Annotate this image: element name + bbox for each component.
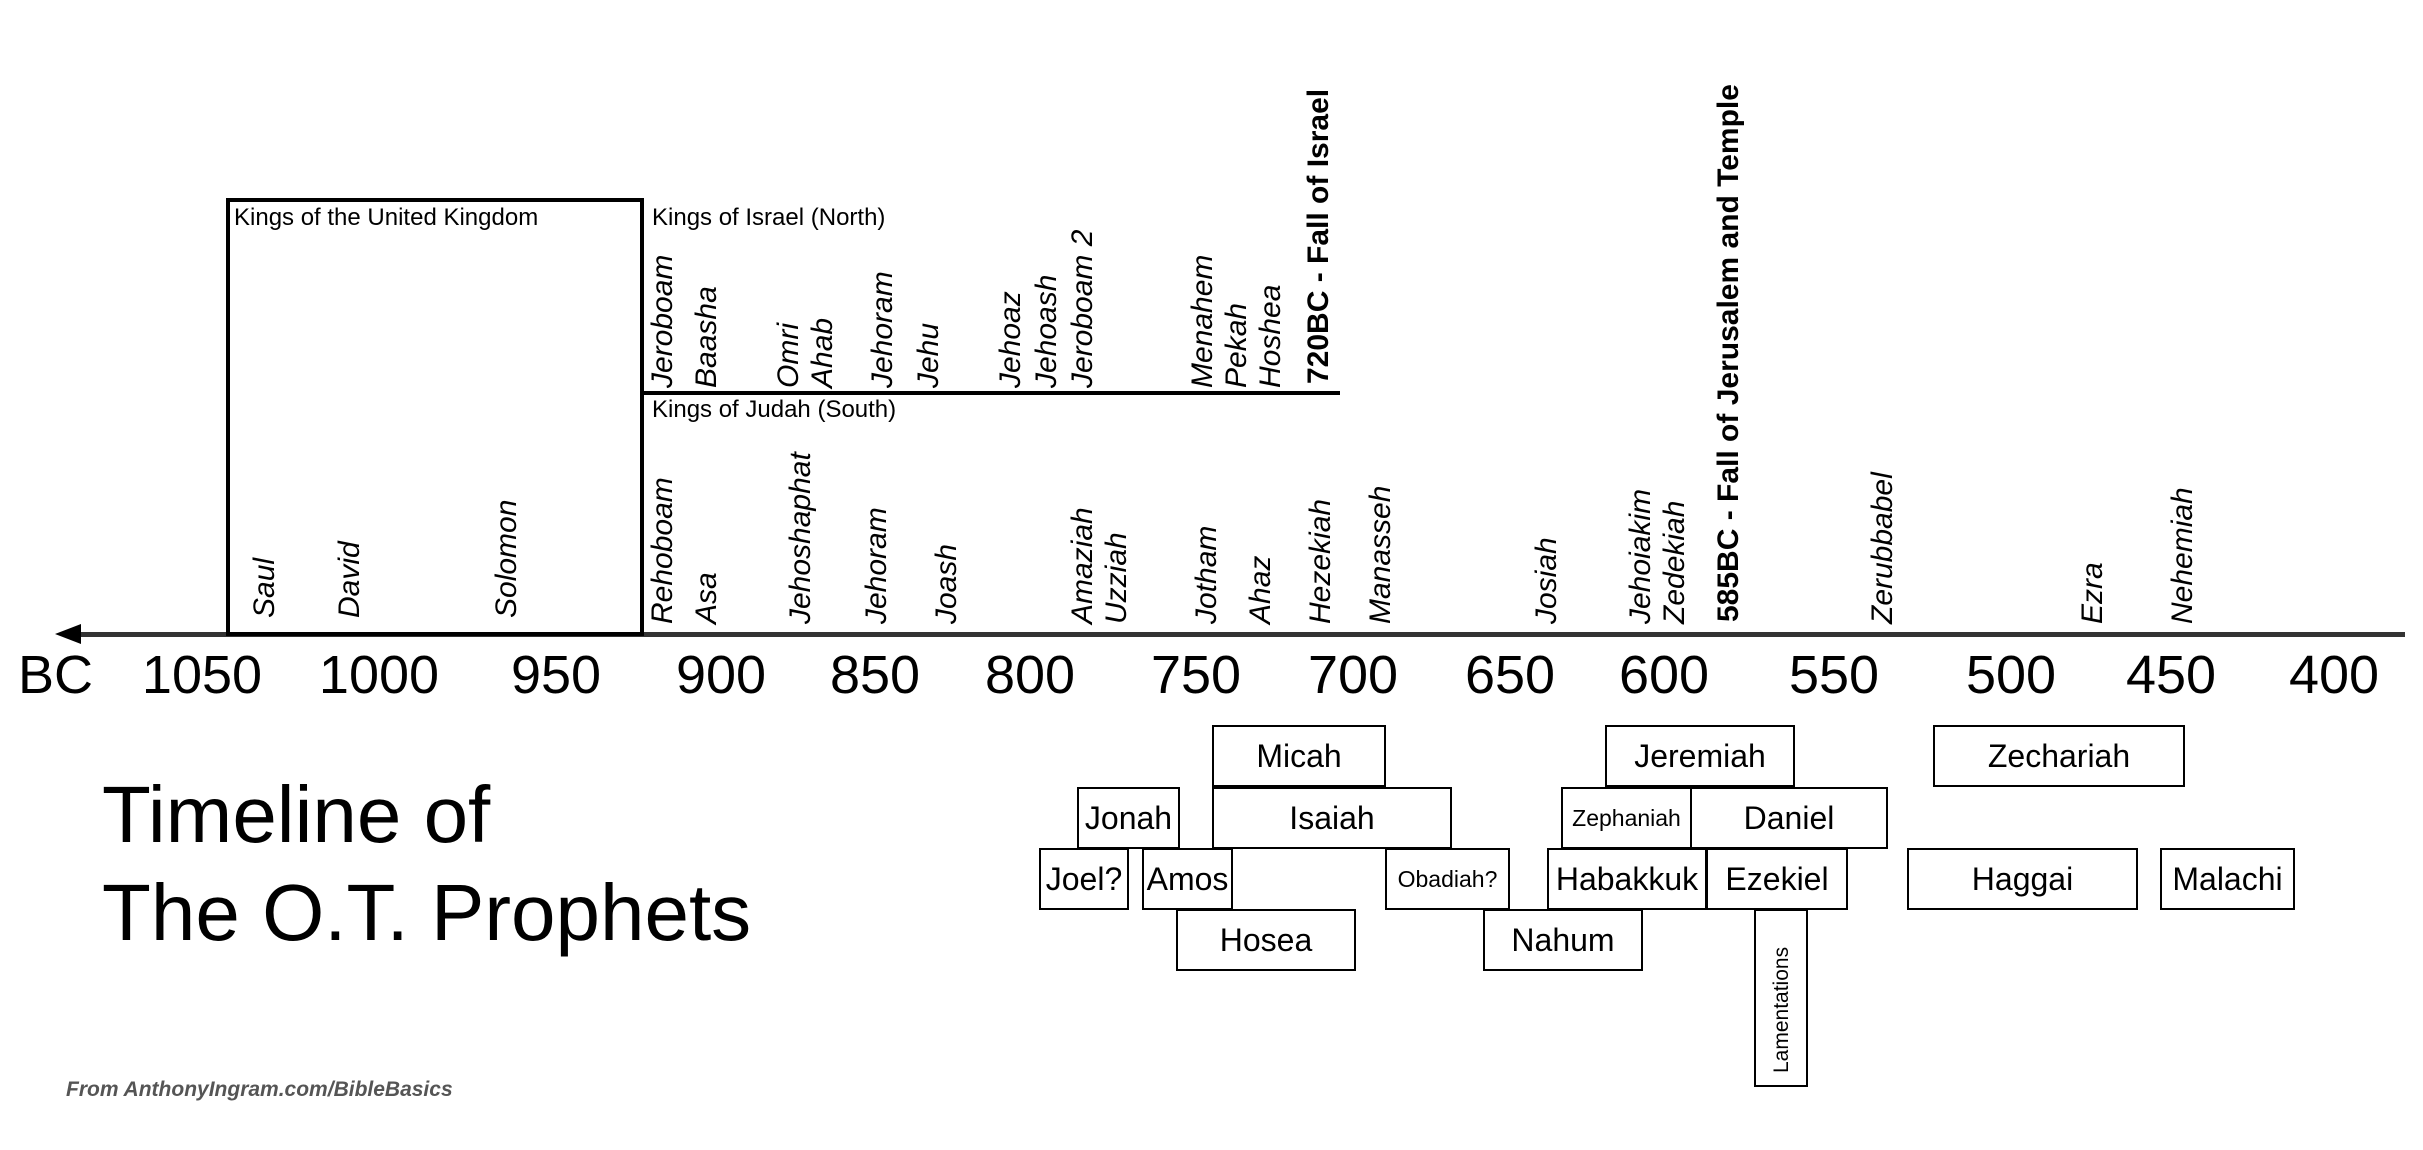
king-name-judah: Ezra [2076, 562, 2109, 624]
source-credit: From AnthonyIngram.com/BibleBasics [66, 1078, 453, 1101]
axis-tick-label: 850 [829, 645, 921, 705]
king-name-israel: Jeroboam [646, 254, 679, 388]
event-fall-of-jerusalem: 585BC - Fall of Jerusalem and Temple [1712, 84, 1745, 622]
king-name-israel: Jehoash [1030, 274, 1063, 388]
prophet-box: Zechariah [1933, 725, 2185, 787]
king-name-israel: Hoshea [1254, 284, 1287, 388]
prophet-box: Micah [1212, 725, 1386, 787]
prophet-box: Jeremiah [1605, 725, 1795, 787]
axis-tick-label: 600 [1618, 645, 1710, 705]
king-name-judah: Jotham [1190, 525, 1223, 624]
king-name-israel: Pekah [1220, 302, 1253, 388]
israel-judah-divider [642, 391, 1340, 395]
prophet-box: Joel? [1039, 848, 1129, 910]
king-name-judah: Zerubbabel [1866, 472, 1899, 624]
prophet-box-lamentations: Lamentations [1754, 909, 1808, 1087]
prophet-box: Obadiah? [1385, 848, 1510, 910]
king-name-israel: Jeroboam 2 [1066, 229, 1099, 388]
axis-tick-label: 950 [510, 645, 602, 705]
king-name-united: Solomon [490, 499, 523, 618]
prophet-box: Haggai [1907, 848, 2138, 910]
united-kingdom-label: Kings of the United Kingdom [234, 204, 539, 231]
prophet-box: Zephaniah [1561, 787, 1692, 849]
king-name-judah: Josiah [1530, 537, 1563, 624]
king-name-judah: Uzziah [1100, 532, 1133, 624]
judah-kings-label: Kings of Judah (South) [652, 396, 897, 423]
king-name-israel: Omri [772, 323, 805, 388]
king-name-judah: Manasseh [1364, 485, 1397, 624]
king-name-judah: Jehoram [860, 507, 893, 624]
king-name-judah: Jehoshaphat [784, 452, 817, 624]
axis-tick-label: 800 [984, 645, 1076, 705]
king-name-judah: Amaziah [1066, 507, 1099, 624]
king-name-judah: Jehoiakim [1624, 488, 1657, 624]
page-title-line-2: The O.T. Prophets [102, 868, 752, 957]
arrow-left-icon [55, 624, 81, 644]
prophet-box: Malachi [2160, 848, 2295, 910]
prophet-box: Hosea [1176, 909, 1356, 971]
king-name-judah: Asa [690, 572, 723, 624]
king-name-israel: Jehu [912, 322, 945, 388]
king-name-israel: Menahem [1186, 254, 1219, 388]
king-name-judah: Nehemiah [2166, 487, 2199, 624]
king-name-united: Saul [248, 557, 281, 618]
king-name-judah: Hezekiah [1304, 498, 1337, 624]
king-name-united: David [333, 541, 366, 618]
axis-era-label: BC [18, 645, 94, 705]
axis-tick-label: 500 [1965, 645, 2057, 705]
prophet-box: Habakkuk [1547, 848, 1707, 910]
prophet-box: Nahum [1483, 909, 1643, 971]
king-name-judah: Zedekiah [1658, 500, 1691, 624]
axis-tick-label: 550 [1788, 645, 1880, 705]
king-name-israel: Baasha [690, 286, 723, 388]
axis-tick-label: 450 [2125, 645, 2217, 705]
prophet-box: Ezekiel [1706, 848, 1848, 910]
axis-tick-label: 700 [1307, 645, 1399, 705]
timeline-axis-line [70, 632, 2405, 637]
axis-tick-label: 1050 [141, 645, 263, 705]
prophet-box: Isaiah [1212, 787, 1452, 849]
prophet-label: Lamentations [1770, 946, 1793, 1073]
axis-tick-label: 400 [2288, 645, 2380, 705]
king-name-israel: Ahab [806, 317, 839, 388]
king-name-judah: Rehoboam [646, 477, 679, 624]
king-name-judah: Joash [930, 543, 963, 624]
israel-kings-label: Kings of Israel (North) [652, 204, 886, 231]
united-kingdom-box [226, 198, 644, 636]
king-name-israel: Jehoaz [994, 291, 1027, 388]
king-name-israel: Jehoram [866, 271, 899, 388]
king-name-judah: Ahaz [1244, 555, 1277, 624]
event-fall-of-israel: 720BC - Fall of Israel [1302, 88, 1335, 384]
prophet-box: Daniel [1690, 787, 1888, 849]
axis-tick-label: 750 [1150, 645, 1242, 705]
page-title-line-1: Timeline of [102, 770, 491, 859]
prophet-box: Jonah [1077, 787, 1180, 849]
axis-tick-label: 1000 [318, 645, 440, 705]
prophet-box: Amos [1142, 848, 1233, 910]
axis-tick-label: 650 [1464, 645, 1556, 705]
axis-tick-label: 900 [675, 645, 767, 705]
